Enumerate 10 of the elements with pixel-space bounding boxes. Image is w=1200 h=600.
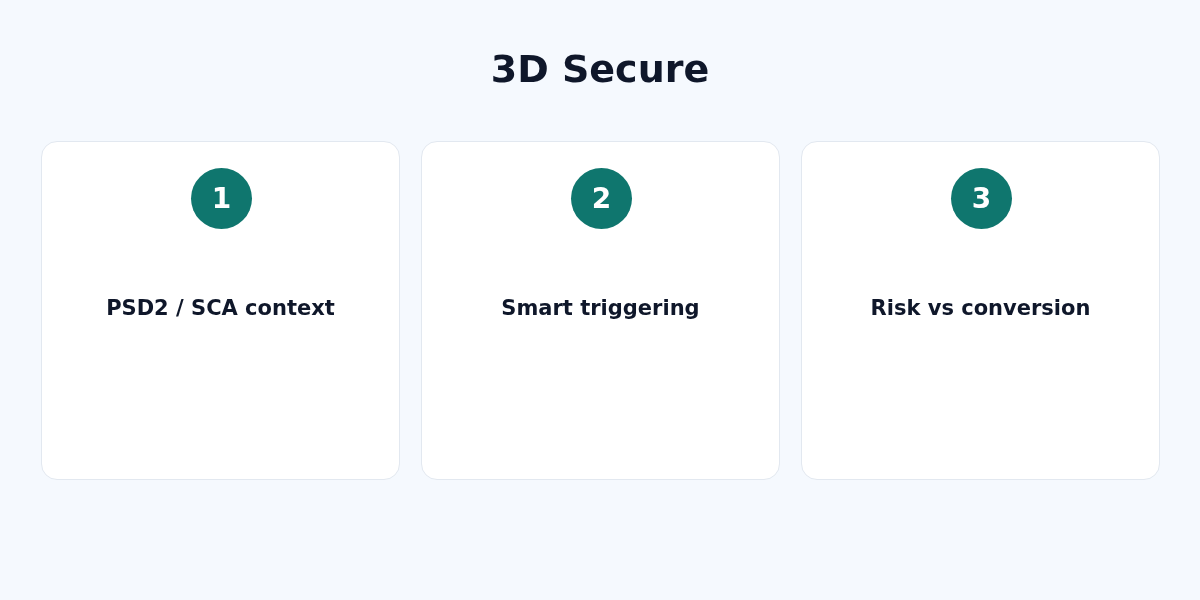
card-heading: Risk vs conversion xyxy=(869,295,1092,322)
card xyxy=(801,141,1160,480)
step-number: 1 xyxy=(191,168,252,229)
card xyxy=(421,141,780,480)
card-heading: Smart triggering xyxy=(500,295,701,322)
step-number: 3 xyxy=(951,168,1012,229)
title: 3D Secure xyxy=(489,46,711,93)
card-heading: PSD2 / SCA context xyxy=(105,295,336,322)
step-number: 2 xyxy=(571,168,632,229)
card xyxy=(41,141,400,480)
